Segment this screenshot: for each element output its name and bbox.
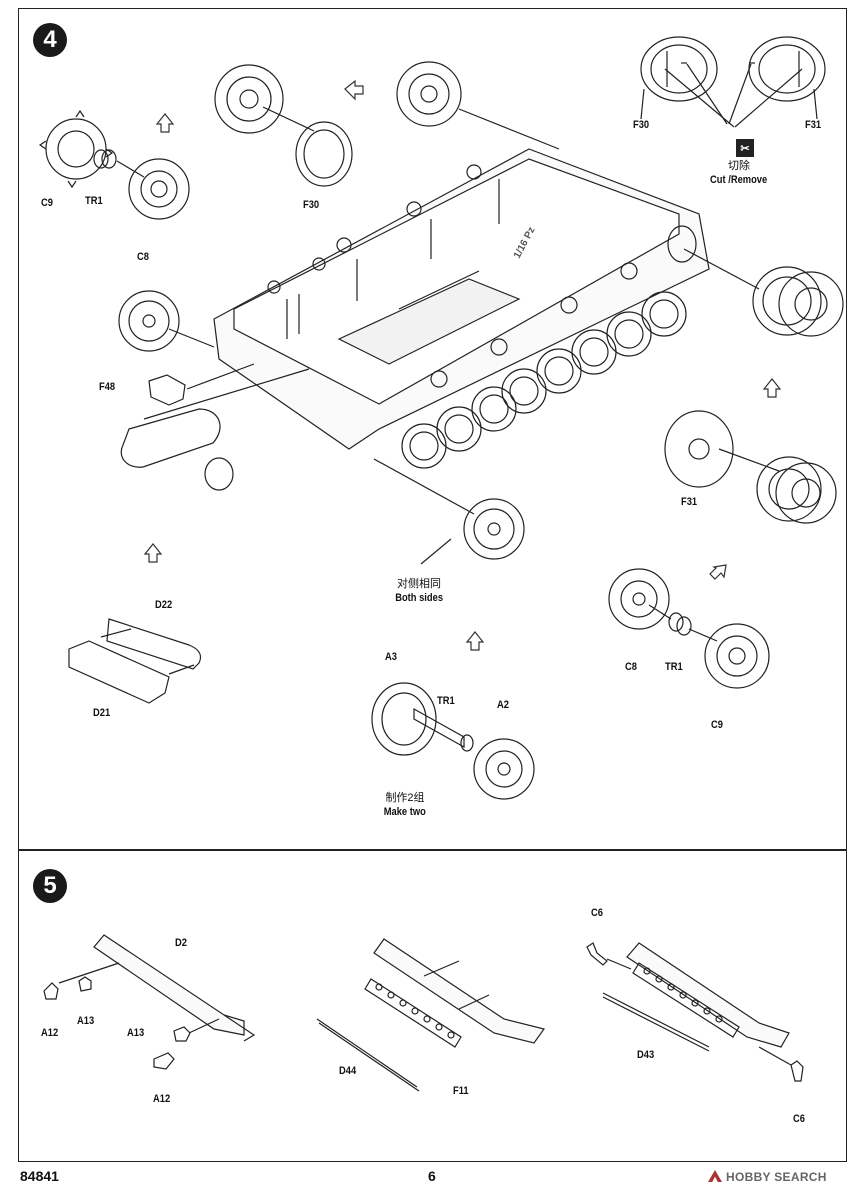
wheel-a2 <box>473 738 535 800</box>
c6-top <box>586 942 608 966</box>
watermark-text: HOBBY SEARCH <box>726 1170 827 1184</box>
cut-remove-icon: ✂ <box>736 139 754 157</box>
part-label-c6-bottom: C6 <box>793 1113 805 1125</box>
product-code: 84841 <box>20 1168 59 1184</box>
d43-rod <box>602 992 710 1048</box>
idler-wheel-left <box>118 290 180 352</box>
f48-bracket <box>148 374 186 406</box>
part-label-a12-bottom: A12 <box>153 1093 171 1105</box>
part-label-c9-left: C9 <box>41 197 53 209</box>
part-label-tr1-bottom: TR1 <box>437 695 455 707</box>
d2-plate <box>93 934 245 1036</box>
a12-bottom <box>153 1052 175 1070</box>
tr1-axle <box>413 707 465 749</box>
part-label-c8-right: C8 <box>625 661 637 673</box>
part-label-c6-top: C6 <box>591 907 603 919</box>
sprocket-c8-right <box>608 568 670 630</box>
part-label-d43: D43 <box>637 1049 655 1061</box>
make-two-note: 制作2组 Make two <box>365 791 445 819</box>
f30-f31-inset <box>640 36 826 128</box>
part-label-c9-right: C9 <box>711 719 723 731</box>
sprocket-right-mid <box>756 456 837 524</box>
assembly-arrow-5 <box>465 631 485 651</box>
page-number: 6 <box>428 1168 436 1184</box>
cut-remove-en: Cut /Remove <box>710 174 768 186</box>
part-label-a2: A2 <box>497 699 509 711</box>
a13-bottom <box>173 1026 191 1042</box>
tr1-right <box>668 612 692 636</box>
part-label-a13-bottom: A13 <box>127 1027 145 1039</box>
sprocket-top-center <box>214 64 284 134</box>
step-4-number-badge: 4 <box>33 23 67 57</box>
exhaust-part <box>120 408 221 468</box>
make-two-cn: 制作2组 <box>385 792 425 804</box>
f11-fender <box>373 938 546 1044</box>
d22-part <box>106 618 202 670</box>
make-two-en: Make two <box>383 806 427 818</box>
tr1-left <box>93 149 117 169</box>
d21-part <box>68 640 170 704</box>
assembly-arrow-4 <box>143 543 163 563</box>
part-label-d22: D22 <box>155 599 173 611</box>
part-label-f30-inset: F30 <box>633 119 650 131</box>
cut-remove-note: 切除 Cut /Remove <box>699 159 779 187</box>
part-label-f30-middle: F30 <box>303 199 320 211</box>
f11-tool-rack <box>364 978 462 1048</box>
sprocket-hull-rear <box>752 266 844 337</box>
both-sides-en: Both sides <box>395 592 443 604</box>
part-label-tr1-left: TR1 <box>85 195 103 207</box>
step-5-panel: 5 <box>18 850 847 1162</box>
step-5-drawing <box>43 934 804 1092</box>
part-label-f31-inset: F31 <box>805 119 822 131</box>
f31-plate <box>664 410 734 488</box>
d43-fender <box>626 942 790 1048</box>
part-label-f11: F11 <box>453 1085 469 1097</box>
step-5-number-badge: 5 <box>33 869 67 903</box>
both-sides-note: 对侧相同 Both sides <box>379 577 459 605</box>
part-label-d21: D21 <box>93 707 111 719</box>
sprocket-c9-left <box>38 109 114 189</box>
part-label-a13-top: A13 <box>77 1015 95 1027</box>
part-label-c8-left: C8 <box>137 251 149 263</box>
return-rollers <box>267 164 638 388</box>
step-4-panel: 4 1/16 Pz <box>18 8 847 850</box>
assembly-arrow-1 <box>155 113 175 133</box>
sprocket-c9-right <box>704 623 770 689</box>
assembly-arrow-6 <box>709 564 727 580</box>
part-label-d2: D2 <box>175 937 187 949</box>
road-wheel-bottom <box>463 498 525 560</box>
part-label-f48: F48 <box>99 381 116 393</box>
assembly-arrow-2 <box>344 79 364 101</box>
sprocket-c8-left <box>128 158 190 220</box>
sprocket-hull-front <box>396 61 462 127</box>
cut-remove-cn: 切除 <box>728 160 750 172</box>
part-label-d44: D44 <box>339 1065 357 1077</box>
wheel-a3 <box>371 682 437 756</box>
step-4-drawing: 1/16 Pz <box>38 36 844 800</box>
watermark: HOBBY SEARCH <box>708 1170 827 1184</box>
part-label-a3: A3 <box>385 651 397 663</box>
d44-rod <box>316 1018 418 1088</box>
part-label-a12-top: A12 <box>41 1027 59 1039</box>
part-label-tr1-right: TR1 <box>665 661 683 673</box>
road-wheels <box>401 291 687 469</box>
c6-bottom <box>790 1060 804 1082</box>
assembly-arrow-3 <box>762 378 782 398</box>
both-sides-cn: 对侧相同 <box>397 578 441 590</box>
a13-top <box>78 976 92 992</box>
a12-top <box>43 982 59 1000</box>
f30-cover <box>295 121 353 187</box>
part-label-f31-right: F31 <box>681 496 698 508</box>
watermark-logo-icon <box>708 1170 722 1182</box>
